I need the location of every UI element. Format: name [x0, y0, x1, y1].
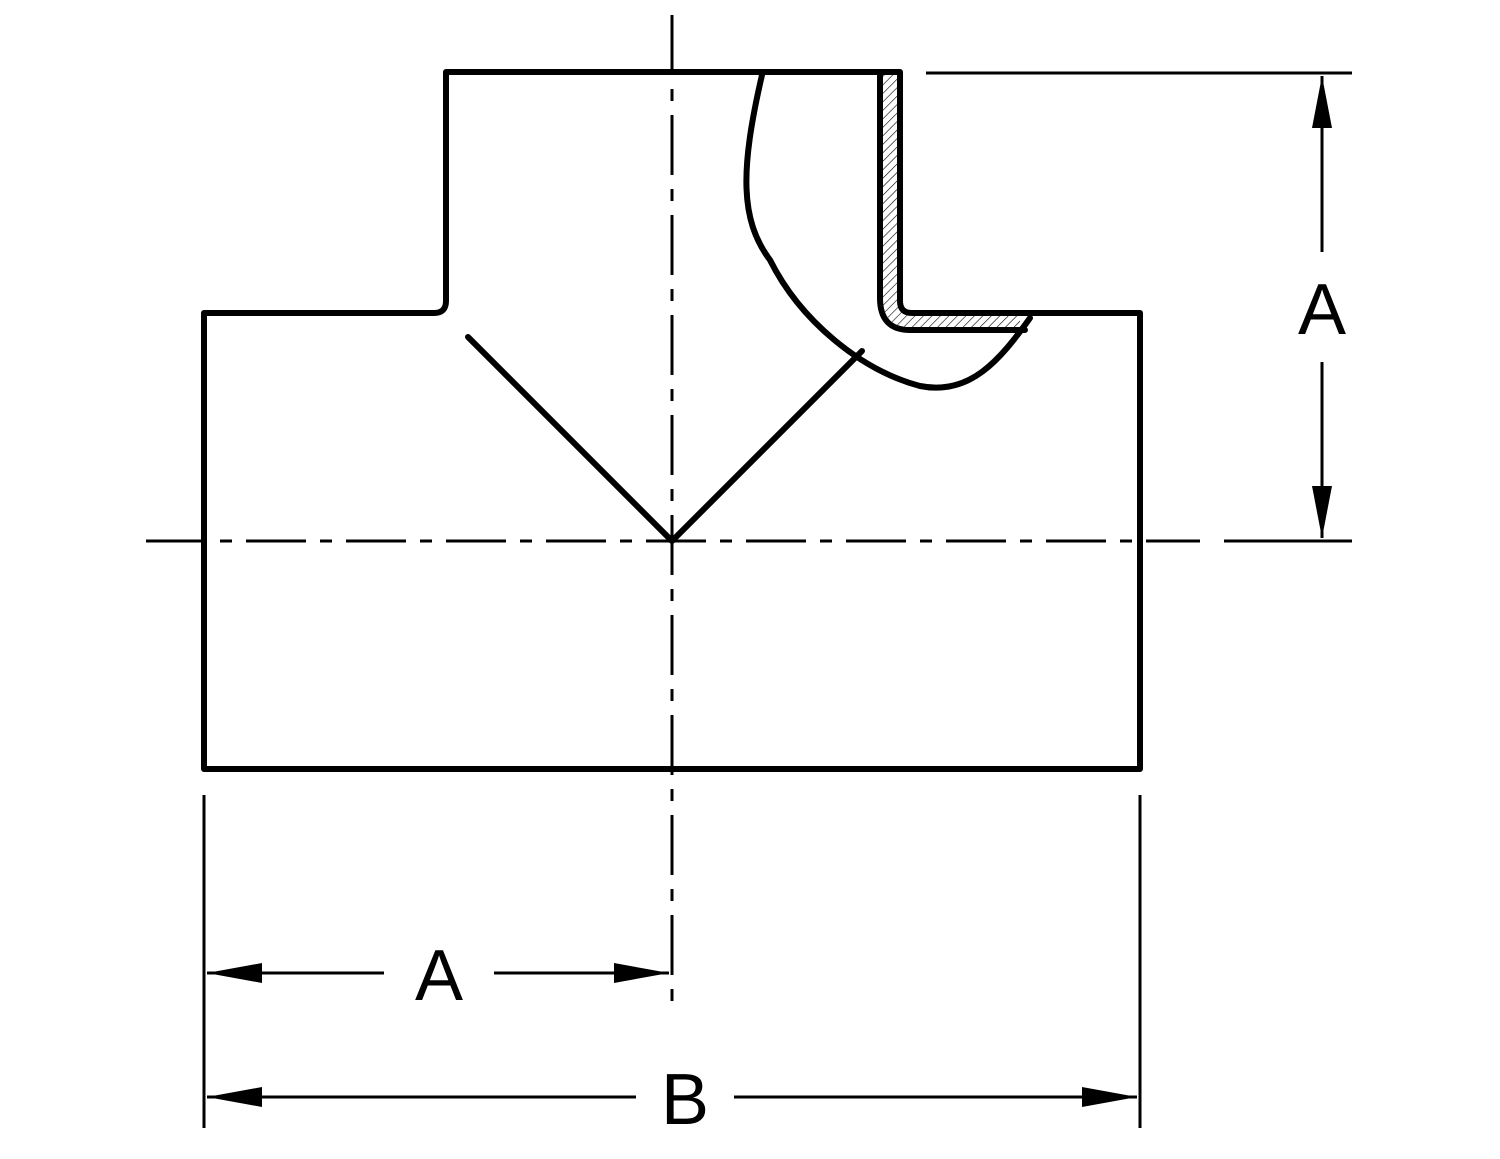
arrow-up: [1312, 76, 1332, 128]
wall-hatch-vertical: [883, 75, 1020, 327]
arrow-b-left: [207, 1087, 262, 1107]
arrow-b-right: [1082, 1087, 1137, 1107]
arrow-down: [1312, 486, 1332, 538]
dim-label-right-a: A: [1298, 270, 1346, 350]
cutaway-curve: [743, 72, 1033, 391]
dim-label-bottom-a: A: [415, 936, 463, 1016]
arrow-a-right: [614, 963, 669, 983]
inner-wall-vertical: [877, 69, 1028, 333]
arrow-a-left: [207, 963, 262, 983]
intersection-lines: [465, 334, 865, 544]
dim-label-bottom-b: B: [661, 1060, 709, 1140]
